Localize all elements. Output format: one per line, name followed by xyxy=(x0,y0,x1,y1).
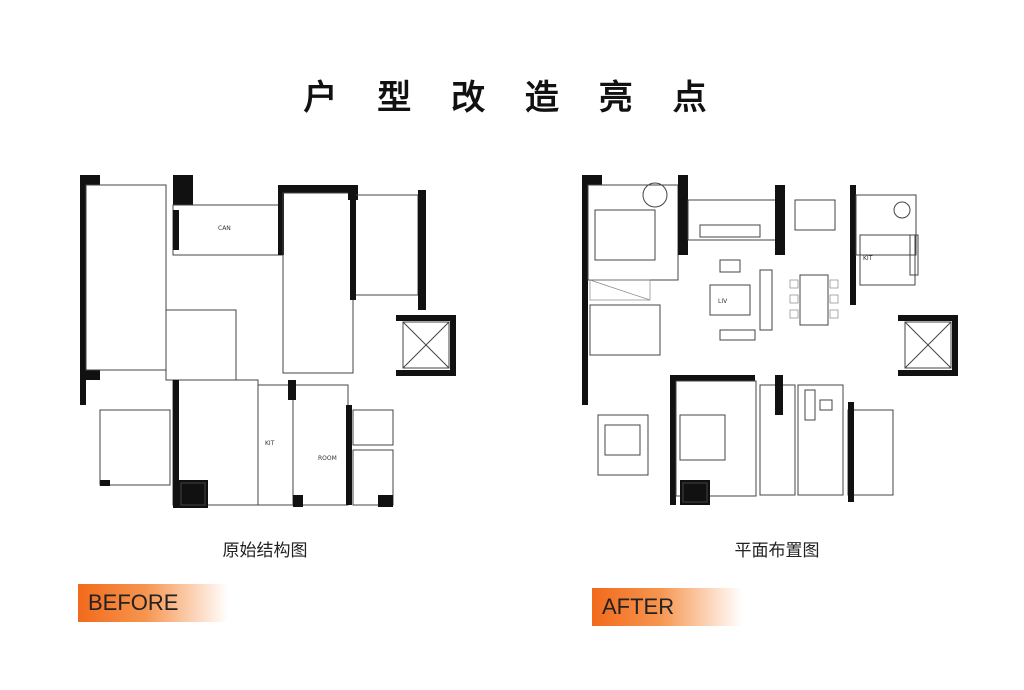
floor-plan-original: CAN KIT ROOM xyxy=(78,170,458,530)
caption-original-structure: 原始结构图 xyxy=(222,541,308,561)
floor-plan-layout: LIV KIT xyxy=(580,170,960,530)
floor-plan-original-drawing: CAN KIT ROOM xyxy=(80,175,456,508)
svg-text:LIV: LIV xyxy=(718,298,728,305)
page-title: 户 型 改 造 亮 点 xyxy=(303,78,721,118)
svg-text:KIT: KIT xyxy=(265,440,275,447)
caption-floor-layout: 平面布置图 xyxy=(734,541,820,561)
after-label: AFTER xyxy=(592,588,742,626)
before-label: BEFORE xyxy=(78,584,228,622)
svg-text:KIT: KIT xyxy=(863,255,873,262)
svg-text:ROOM: ROOM xyxy=(318,455,337,462)
floor-plan-layout-drawing: LIV KIT xyxy=(582,175,958,505)
svg-text:CAN: CAN xyxy=(218,225,231,232)
